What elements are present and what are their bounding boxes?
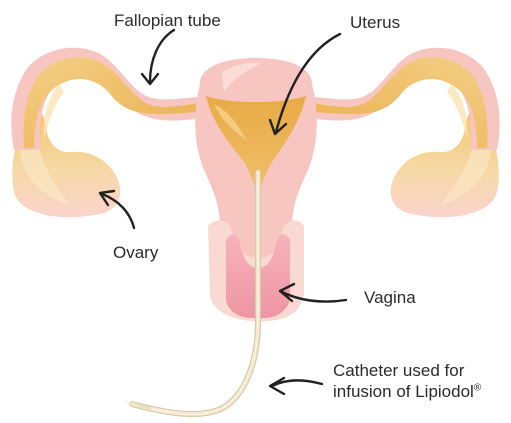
label-catheter: Catheter used for infusion of Lipiodol® xyxy=(333,360,481,402)
label-catheter-line2: infusion of Lipiodol® xyxy=(333,381,481,402)
arrow-catheter xyxy=(270,378,322,394)
label-ovary: Ovary xyxy=(113,242,158,263)
label-catheter-line2-text: infusion of Lipiodol xyxy=(333,382,474,401)
arrow-fallopian-tube xyxy=(142,30,174,84)
label-uterus: Uterus xyxy=(350,12,400,33)
registered-mark: ® xyxy=(474,382,481,393)
label-vagina: Vagina xyxy=(364,287,416,308)
label-catheter-line1: Catheter used for xyxy=(333,360,481,381)
label-fallopian-tube: Fallopian tube xyxy=(114,10,221,31)
